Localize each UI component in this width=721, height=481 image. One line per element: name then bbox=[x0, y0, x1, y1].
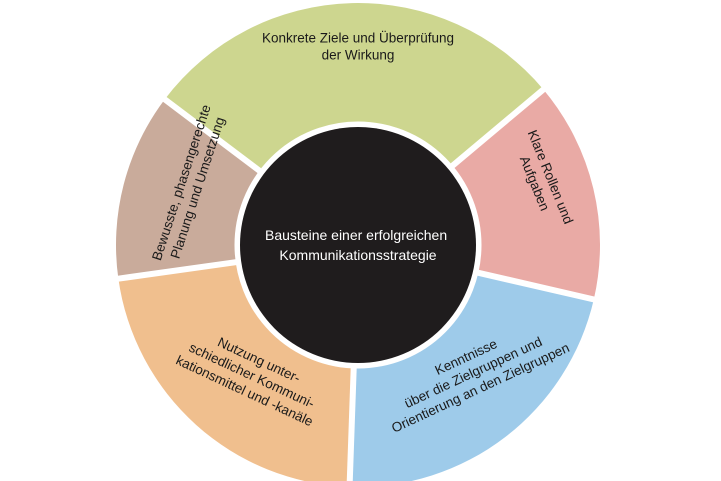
separator-ziele bbox=[161, 95, 266, 177]
segment-label-line: der Wirkung bbox=[322, 48, 395, 63]
center-title-line-1: Bausteine einer erfolgreichen bbox=[265, 227, 447, 243]
segment-ziele bbox=[164, 3, 544, 173]
segment-rollen bbox=[449, 89, 600, 300]
segment-planung bbox=[115, 99, 263, 279]
separator-zielgruppen bbox=[472, 268, 597, 303]
separators-layer bbox=[115, 85, 597, 481]
segment-zielgruppen bbox=[349, 271, 594, 481]
separator-rollen bbox=[446, 85, 547, 172]
segment-label-line: Konkrete Ziele und Überprüfung bbox=[262, 31, 454, 46]
center-title-line-2: Kommunikationsstrategie bbox=[279, 247, 436, 263]
inner-ring-gap bbox=[234, 121, 482, 369]
separator-kanaele bbox=[346, 362, 357, 481]
center-title: Bausteine einer erfolgreichen Kommunikat… bbox=[265, 227, 451, 263]
segment-kanaele bbox=[118, 261, 354, 481]
segments-layer bbox=[115, 3, 600, 481]
center-disc bbox=[240, 127, 476, 363]
segment-label-ziele: Konkrete Ziele und Überprüfung der Wirkun… bbox=[262, 31, 454, 63]
separator-planung bbox=[115, 258, 242, 282]
